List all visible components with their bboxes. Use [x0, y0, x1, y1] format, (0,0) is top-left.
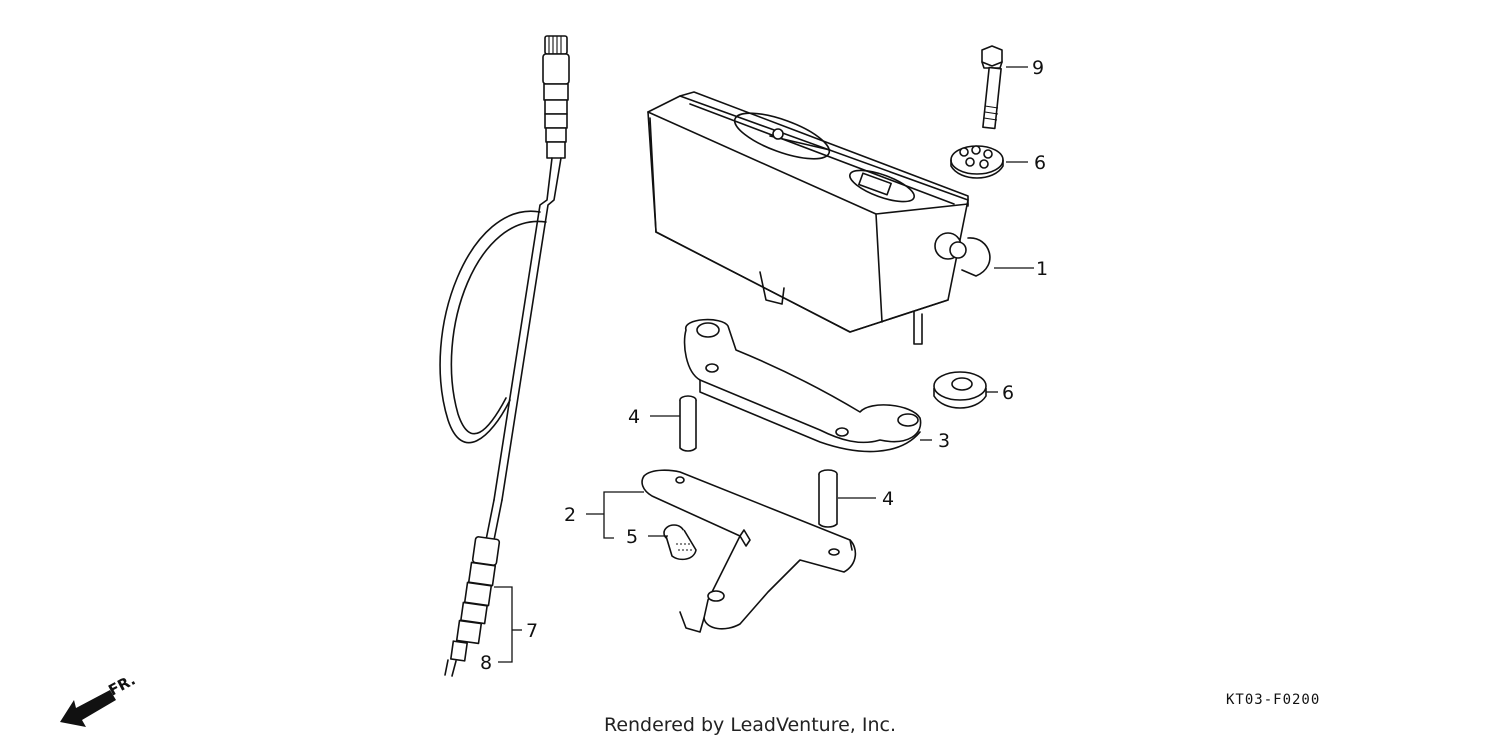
- grommet-upper[interactable]: [950, 145, 1004, 179]
- render-credit: Rendered by LeadVenture, Inc.: [603, 714, 897, 736]
- diagram-code: KT03-F0200: [1226, 692, 1320, 708]
- lower-bracket[interactable]: [641, 469, 857, 633]
- grommet-lower[interactable]: [933, 371, 987, 409]
- label-part-8: 8: [480, 652, 492, 674]
- meter-assembly[interactable]: [647, 91, 991, 345]
- collar-left[interactable]: [679, 395, 697, 452]
- label-part-3: 3: [938, 430, 950, 452]
- upper-bracket[interactable]: [683, 318, 922, 453]
- label-part-4-upper: 4: [628, 406, 640, 428]
- label-part-6-lower: 6: [1002, 382, 1014, 404]
- label-part-4-lower: 4: [882, 488, 894, 510]
- part-labels: 9 6 1 6 3 4 4 2 5 7 8: [480, 57, 1048, 674]
- label-part-2: 2: [564, 504, 576, 526]
- label-part-1: 1: [1036, 258, 1048, 280]
- label-part-9: 9: [1032, 57, 1044, 79]
- label-part-7: 7: [526, 620, 538, 642]
- label-part-6-upper: 6: [1034, 152, 1046, 174]
- collar-right[interactable]: [818, 469, 838, 528]
- bolt[interactable]: [981, 45, 1003, 130]
- callout-lines: [494, 66, 1034, 663]
- label-part-5: 5: [626, 526, 638, 548]
- rubber-cap[interactable]: [663, 524, 697, 561]
- speedometer-cable[interactable]: [439, 35, 570, 677]
